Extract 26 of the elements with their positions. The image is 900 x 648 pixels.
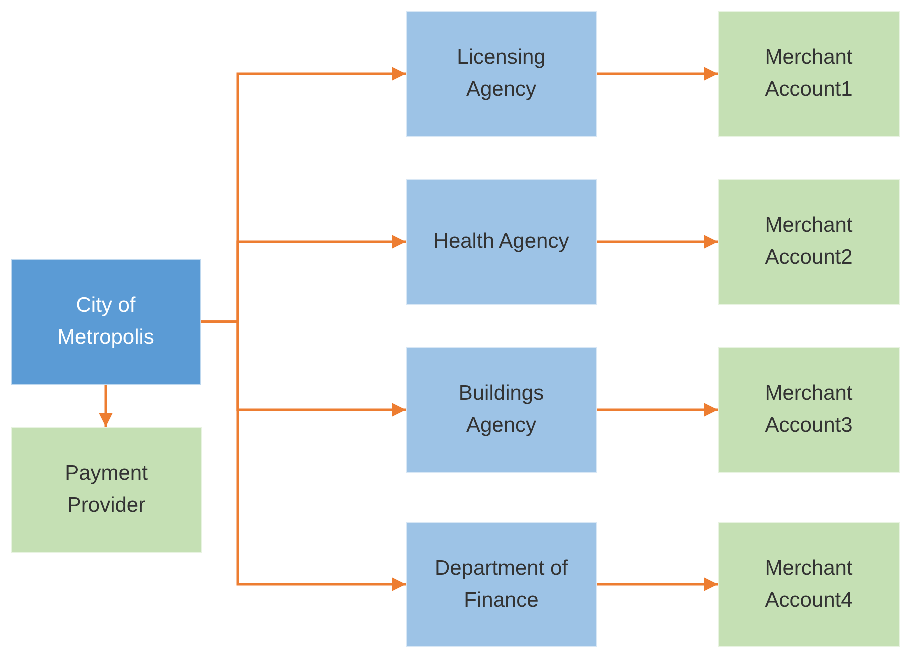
arrow [597, 235, 718, 249]
node-label: Buildings Agency [458, 381, 546, 439]
node-label: Merchant Account1 [764, 45, 854, 103]
arrow [597, 578, 718, 592]
node-label: Merchant Account2 [764, 213, 854, 271]
node-label: Health Agency [432, 229, 570, 255]
account-box [718, 179, 900, 305]
node-label: City of Metropolis [56, 293, 156, 351]
arrow [99, 385, 113, 427]
account-box [718, 11, 900, 137]
arrow [201, 320, 406, 592]
node-label: Licensing Agency [456, 45, 547, 103]
agency-box [406, 179, 597, 305]
node-label: Payment Provider [64, 461, 149, 519]
account-box [11, 427, 202, 553]
organization-box [11, 259, 201, 385]
agency-box [406, 347, 597, 473]
node-label: Department of Finance [434, 556, 570, 614]
agency-box [406, 11, 597, 137]
account-box [718, 347, 900, 473]
arrow [597, 403, 718, 417]
arrow [597, 67, 718, 81]
account-box [718, 522, 900, 647]
agency-box [406, 522, 597, 647]
node-label: Merchant Account4 [764, 556, 854, 614]
node-label: Merchant Account3 [764, 381, 854, 439]
